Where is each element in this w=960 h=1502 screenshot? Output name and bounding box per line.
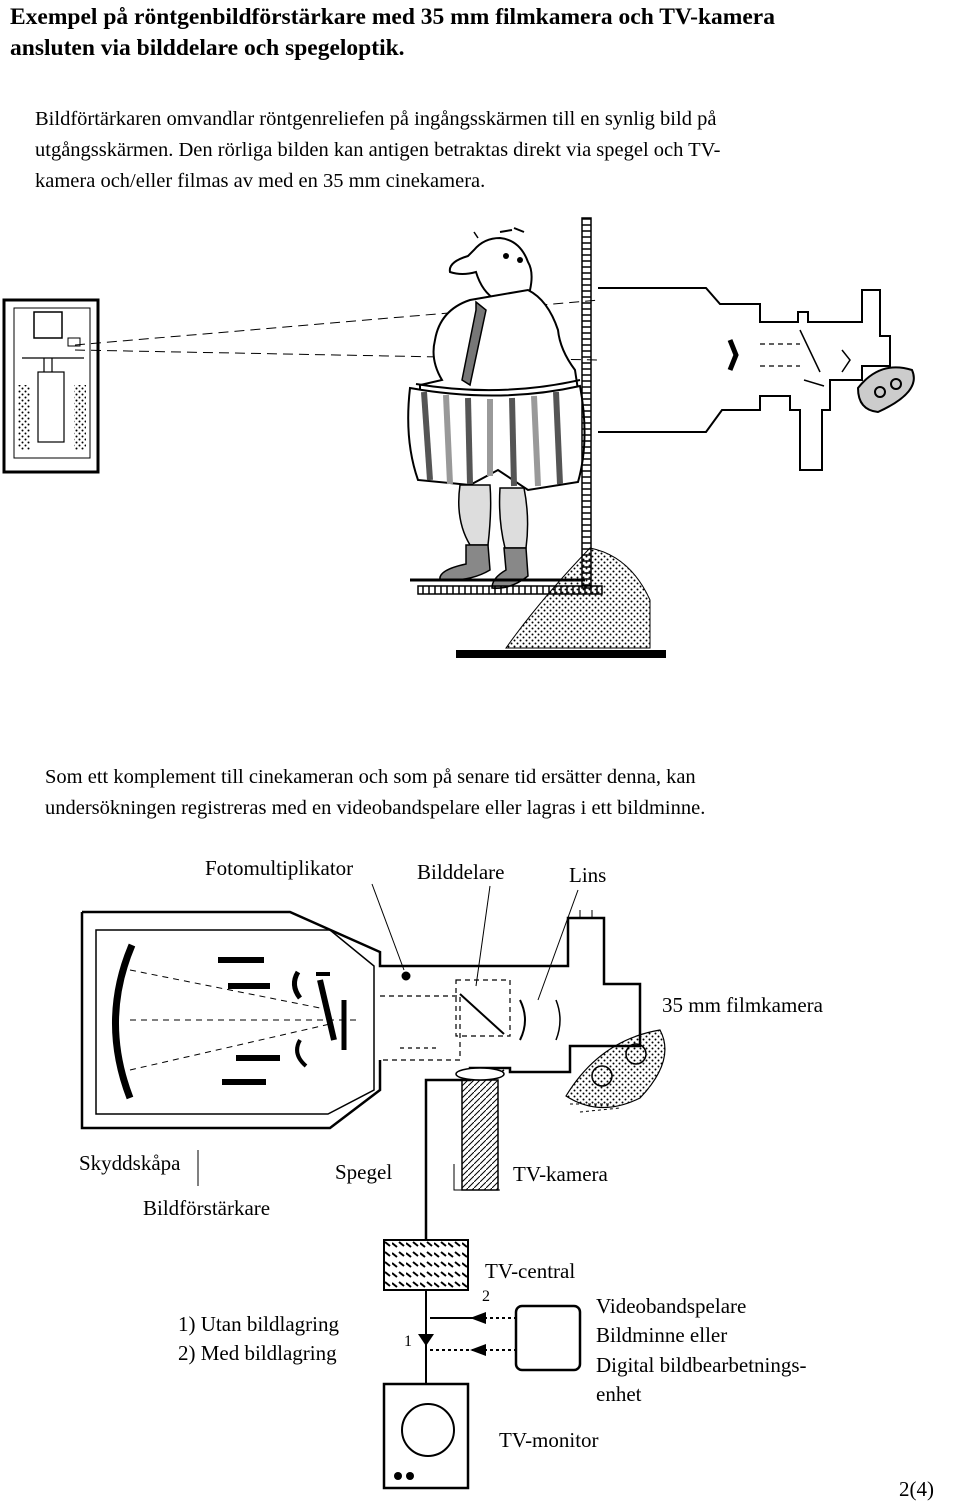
page-number: 2(4)	[899, 1477, 934, 1501]
intro-line-3: kamera och/eller filmas av med en 35 mm …	[35, 170, 486, 192]
xray-tube-cabinet	[2, 298, 100, 474]
second-line-1: Som ett komplement till cinekameran och …	[45, 766, 696, 788]
label-utan-bildlagring: 1) Utan bildlagring	[178, 1312, 339, 1336]
tv-monitor	[382, 1382, 470, 1490]
video-recorder-box	[514, 1304, 582, 1372]
optics-region	[380, 979, 561, 1081]
label-tvkamera: TV-kamera	[513, 1162, 608, 1186]
label-lins: Lins	[569, 863, 607, 887]
arrow-left-2	[470, 1312, 486, 1324]
arrow-down-1	[418, 1334, 434, 1346]
stand-pole	[417, 217, 666, 658]
image-intensifier-assembly	[598, 287, 915, 471]
protective-housing	[80, 910, 642, 1130]
label-fotomultiplikator: Fotomultiplikator	[205, 856, 354, 880]
label-bildforstarkare: Bildförstärkare	[143, 1196, 271, 1220]
signal-connections	[425, 1290, 516, 1384]
label-digital: Digital bildbearbetnings-	[596, 1353, 807, 1377]
xray-setup-illustration	[2, 217, 915, 658]
intro-line-2: utgångsskärmen. Den rörliga bilden kan a…	[35, 139, 721, 161]
title-line-1: Exempel på röntgenbildförstärkare med 35…	[10, 4, 775, 30]
arrow-left-2b	[470, 1344, 486, 1356]
page-title: Exempel på röntgenbildförstärkare med 35…	[10, 2, 955, 64]
title-line-2: ansluten via bilddelare och spegeloptik.	[10, 35, 405, 61]
intro-line-1: Bildförtärkaren omvandlar röntgenreliefe…	[35, 108, 717, 130]
tv-camera	[455, 1067, 505, 1191]
label-med-bildlagring: 2) Med bildlagring	[178, 1341, 337, 1365]
label-enhet: enhet	[596, 1382, 642, 1406]
second-line-2: undersökningen registreras med en videob…	[45, 797, 706, 819]
label-skyddskapa: Skyddskåpa	[79, 1151, 181, 1175]
patient-figure	[407, 227, 586, 589]
label-bildminne: Bildminne eller	[596, 1323, 728, 1347]
tv-central	[383, 1239, 469, 1291]
leader-lines	[197, 883, 579, 1191]
label-tvmonitor: TV-monitor	[499, 1428, 599, 1452]
label-videobandspelare: Videobandspelare	[596, 1294, 747, 1318]
second-paragraph: Som ett komplement till cinekameran och …	[45, 762, 925, 824]
label-num-2: 2	[482, 1288, 490, 1305]
label-spegel: Spegel	[335, 1160, 393, 1184]
label-tvcentral: TV-central	[485, 1259, 576, 1283]
film-camera	[565, 1029, 666, 1113]
intensifier-tube	[95, 929, 411, 1115]
label-filmkamera: 35 mm filmkamera	[662, 993, 823, 1017]
label-bilddelare: Bilddelare	[417, 860, 505, 884]
intro-paragraph: Bildförtärkaren omvandlar röntgenreliefe…	[35, 104, 935, 197]
label-num-1: 1	[404, 1333, 412, 1350]
